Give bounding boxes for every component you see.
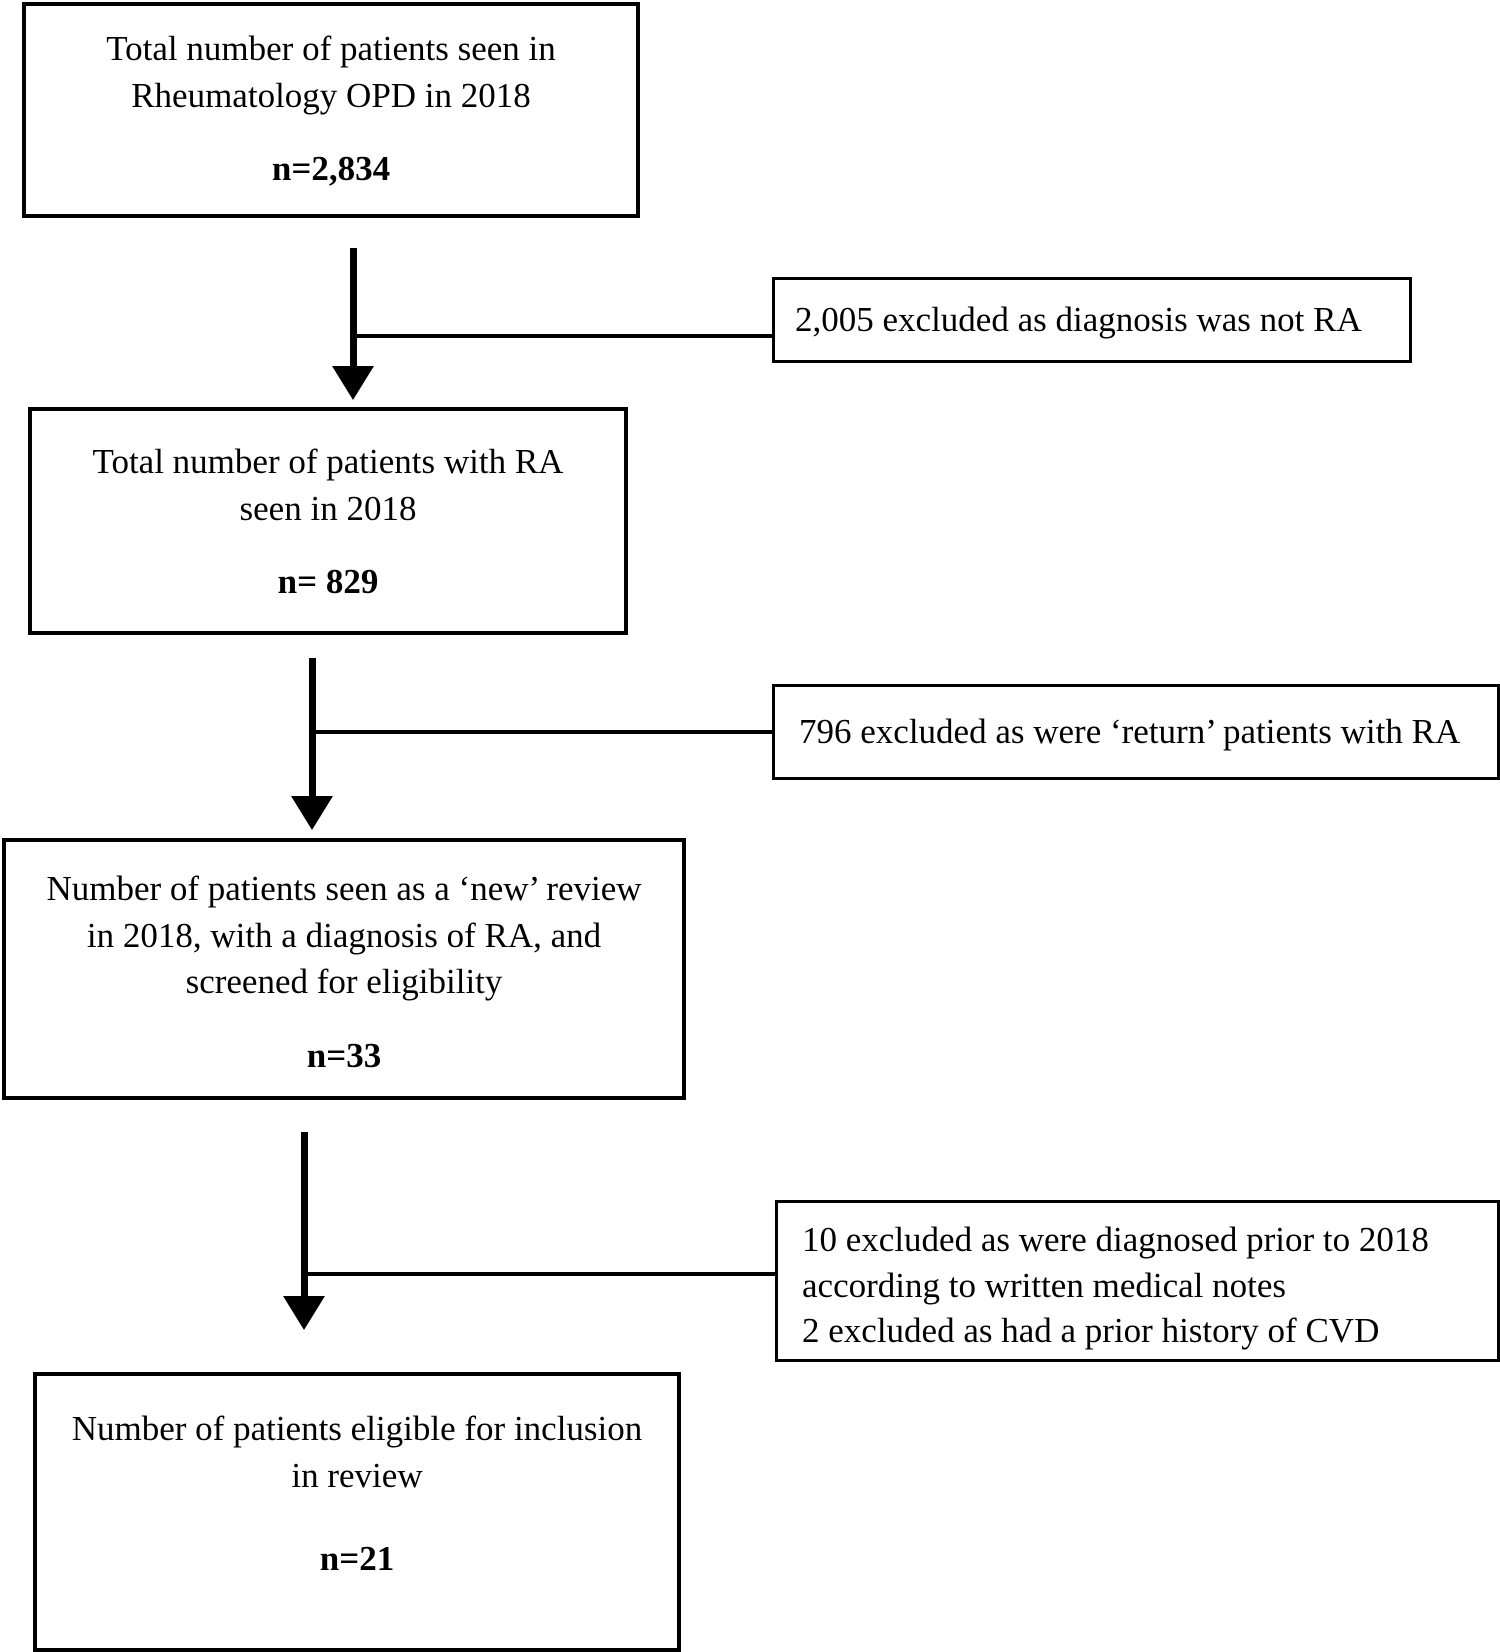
exclusion-return-patients-text: 796 excluded as were ‘return’ patients w… bbox=[799, 712, 1461, 752]
exclusion-not-ra: 2,005 excluded as diagnosis was not RA bbox=[772, 277, 1412, 363]
arrowhead-new-review bbox=[291, 796, 333, 830]
exclusion-prior-diagnosis: 10 excluded as were diagnosed prior to 2… bbox=[775, 1200, 1500, 1362]
node-total-opd-title: Total number of patients seen in Rheumat… bbox=[106, 29, 556, 115]
node-new-review-title: Number of patients seen as a ‘new’ revie… bbox=[46, 869, 642, 1002]
node-total-opd: Total number of patients seen in Rheumat… bbox=[22, 2, 640, 218]
exclusion-prior-diagnosis-line1: 10 excluded as were diagnosed prior to 2… bbox=[802, 1220, 1429, 1305]
node-new-review-count: n=33 bbox=[306, 1035, 382, 1075]
node-total-ra-count: n= 829 bbox=[277, 562, 379, 602]
connector-branch-prior bbox=[303, 1272, 777, 1276]
connector-branch-not-ra bbox=[352, 334, 774, 338]
node-total-ra: Total number of patients with RA seen in… bbox=[28, 407, 628, 635]
node-total-ra-title: Total number of patients with RA seen in… bbox=[92, 442, 564, 528]
node-eligible: Number of patients eligible for inclusio… bbox=[33, 1372, 681, 1652]
exclusion-prior-diagnosis-line2: 2 excluded as had a prior history of CVD bbox=[802, 1311, 1380, 1350]
arrowhead-eligible bbox=[283, 1296, 325, 1330]
node-new-review: Number of patients seen as a ‘new’ revie… bbox=[2, 838, 686, 1100]
node-eligible-count: n=21 bbox=[319, 1539, 395, 1579]
exclusion-not-ra-text: 2,005 excluded as diagnosis was not RA bbox=[795, 300, 1362, 340]
arrowhead-total-ra bbox=[332, 366, 374, 400]
node-total-opd-count: n=2,834 bbox=[271, 149, 391, 189]
connector-total-opd-to-total-ra bbox=[350, 248, 357, 370]
node-eligible-title: Number of patients eligible for inclusio… bbox=[71, 1409, 643, 1495]
connector-branch-return bbox=[311, 730, 775, 734]
connector-total-ra-to-new-review bbox=[309, 658, 316, 800]
connector-new-review-to-eligible bbox=[301, 1132, 308, 1300]
exclusion-return-patients: 796 excluded as were ‘return’ patients w… bbox=[772, 684, 1500, 780]
